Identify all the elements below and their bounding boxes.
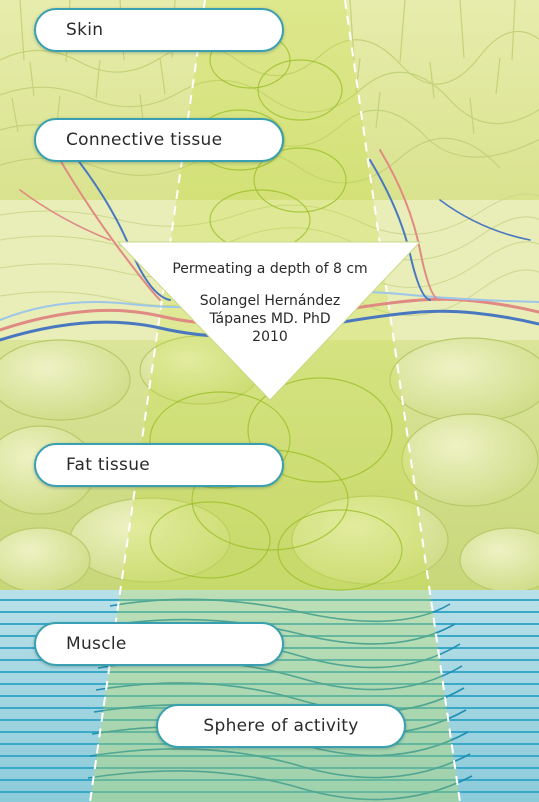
label-skin: Skin — [34, 8, 284, 52]
label-fat-tissue-text: Fat tissue — [66, 455, 151, 475]
label-skin-text: Skin — [66, 20, 104, 40]
label-fat-tissue: Fat tissue — [34, 443, 284, 487]
fat-cells — [0, 335, 539, 593]
credentials-text: Tápanes MD. PhD — [209, 311, 331, 327]
label-muscle-text: Muscle — [66, 634, 127, 654]
label-connective-tissue-text: Connective tissue — [66, 130, 223, 150]
depth-triangle — [116, 241, 422, 401]
label-sphere-of-activity-text: Sphere of activity — [203, 716, 359, 736]
label-connective-tissue: Connective tissue — [34, 118, 284, 162]
year-text: 2010 — [252, 329, 288, 345]
label-muscle: Muscle — [34, 622, 284, 666]
author-text: Solangel Hernández — [199, 293, 341, 309]
muscle-fibers-wave — [87, 598, 473, 801]
label-sphere-of-activity: Sphere of activity — [156, 704, 406, 748]
depth-text: Permeating a depth of 8 cm — [172, 261, 368, 277]
